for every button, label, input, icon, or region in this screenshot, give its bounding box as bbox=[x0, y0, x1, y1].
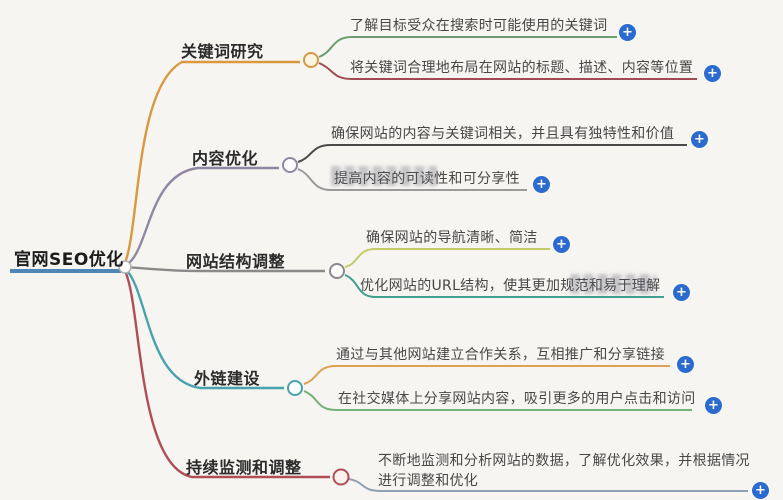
plus-icon[interactable]: + bbox=[677, 356, 694, 373]
connector-dot-keyword-research bbox=[303, 52, 319, 68]
leaf-line-links-1 bbox=[303, 365, 670, 385]
leaf-node-links-1[interactable]: 通过与其他网站建立合作关系，互相推广和分享链接 bbox=[336, 347, 665, 363]
leaf-node-links-2[interactable]: 在社交媒体上分享网站内容，吸引更多的用户点击和访问 bbox=[338, 391, 696, 407]
root-node-label[interactable]: 官网SEO优化 bbox=[14, 250, 124, 270]
plus-icon[interactable]: + bbox=[691, 131, 708, 148]
branch-node-site-structure[interactable]: 网站结构调整 bbox=[186, 252, 286, 271]
leaf-node-structure-2[interactable]: 优化网站的URL结构，使其更加规范和易于理解 bbox=[360, 278, 661, 294]
plus-icon[interactable]: + bbox=[533, 176, 550, 193]
plus-icon[interactable]: + bbox=[673, 284, 690, 301]
leaf-node-monitoring-1[interactable]: 不断地监测和分析网站的数据，了解优化效果，并根据情况进行调整和优化 bbox=[378, 453, 750, 489]
leaf-node-keyword-2[interactable]: 将关键词合理地布局在网站的标题、描述、内容等位置 bbox=[350, 60, 694, 76]
branch-node-external-links[interactable]: 外链建设 bbox=[194, 369, 261, 388]
plus-icon[interactable]: + bbox=[705, 397, 722, 414]
connector-dot-content-optimization bbox=[282, 157, 298, 173]
connector-dot-site-structure bbox=[329, 263, 345, 279]
connector-dot-monitoring bbox=[332, 468, 350, 486]
leaf-node-structure-1[interactable]: 确保网站的导航清晰、简洁 bbox=[366, 230, 538, 246]
branch-node-keyword-research[interactable]: 关键词研究 bbox=[181, 42, 264, 61]
connector-dot-external-links bbox=[287, 380, 303, 396]
plus-icon[interactable]: + bbox=[752, 482, 769, 499]
leaf-line-keyword-1 bbox=[318, 36, 617, 58]
leaf-node-content-2[interactable]: 提高内容的可读性和可分享性 bbox=[334, 171, 520, 187]
plus-icon[interactable]: + bbox=[619, 24, 636, 41]
leaf-line-structure-1 bbox=[344, 248, 550, 268]
leaf-line-content-1 bbox=[297, 144, 687, 163]
plus-icon[interactable]: + bbox=[553, 236, 570, 253]
leaf-node-content-1[interactable]: 确保网站的内容与关键词相关，并且具有独特性和价值 bbox=[331, 126, 675, 142]
branch-node-content-optimization[interactable]: 内容优化 bbox=[192, 149, 259, 168]
branch-node-monitoring[interactable]: 持续监测和调整 bbox=[186, 458, 302, 477]
leaf-node-keyword-1[interactable]: 了解目标受众在搜索时可能使用的关键词 bbox=[350, 18, 608, 34]
plus-icon[interactable]: + bbox=[704, 65, 721, 82]
